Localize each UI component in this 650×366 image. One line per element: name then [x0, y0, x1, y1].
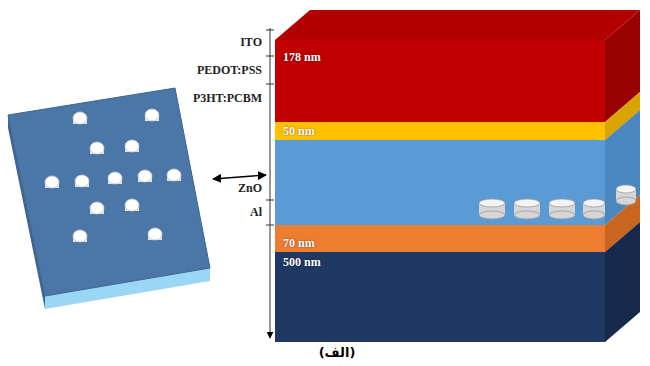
thickness-label: 178 nm — [283, 50, 597, 64]
nanopillars — [479, 185, 636, 219]
layer-stack — [275, 10, 640, 342]
layer-name: ZnO — [238, 181, 262, 195]
layer-band: 500 nm — [275, 252, 605, 342]
layer-axis — [266, 28, 274, 338]
layer-band: 70 nm — [275, 225, 605, 252]
layer-band: 178 nm — [275, 40, 605, 122]
layer-name: Al — [250, 205, 262, 219]
thickness-label: 70 nm — [283, 236, 597, 250]
thickness-label: 500 nm — [283, 255, 597, 269]
layer-name: P3HT:PCBM — [193, 91, 262, 105]
nanostructured-slab — [8, 88, 210, 309]
zoom-arrow — [213, 175, 266, 179]
layer-name: PEDOT:PSS — [197, 63, 262, 77]
thickness-label: 50 nm — [283, 124, 597, 138]
layer-name: ITO — [240, 35, 262, 49]
figure-caption: (الف) — [319, 345, 356, 361]
layer-band: 50 nm — [275, 122, 605, 140]
active-layer-band — [275, 140, 605, 225]
